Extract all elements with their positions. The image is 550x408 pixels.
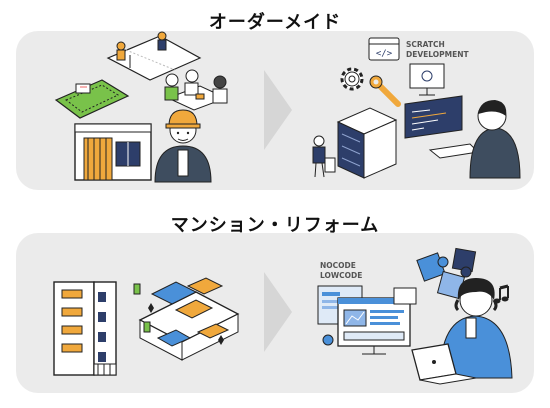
surveying-engineers <box>106 31 202 81</box>
apartment-building <box>53 281 117 376</box>
wrench-icon <box>369 75 401 107</box>
puzzle-pieces-icon <box>416 247 477 300</box>
scratch-label: SCRATCH <box>406 40 445 49</box>
modern-house <box>74 123 152 181</box>
code-window-icon: </> <box>368 37 400 61</box>
arrow-right-icon <box>264 272 292 352</box>
section-title-reform: マンション・リフォーム <box>170 215 380 236</box>
svg-text:</>: </> <box>376 49 393 59</box>
nocode-label: NOCODE <box>320 261 356 270</box>
lowcode-label: LOWCODE <box>320 271 362 280</box>
engineer-at-server <box>312 135 336 178</box>
construction-worker <box>154 109 212 183</box>
server-rack <box>336 107 398 179</box>
gear-icon <box>340 67 364 91</box>
dashboard-screens <box>317 285 417 355</box>
music-note-icon <box>493 284 509 304</box>
development-label: DEVELOPMENT <box>406 50 470 59</box>
meeting-people <box>164 69 228 111</box>
developer-at-monitor <box>404 95 521 179</box>
house-lot-plan <box>54 79 130 119</box>
isometric-floor-plan <box>133 277 240 361</box>
user-with-laptop <box>411 278 513 385</box>
section-title-order-made: オーダーメイド <box>208 12 342 33</box>
computer-monitor <box>409 63 445 96</box>
arrow-right-icon <box>264 70 292 150</box>
